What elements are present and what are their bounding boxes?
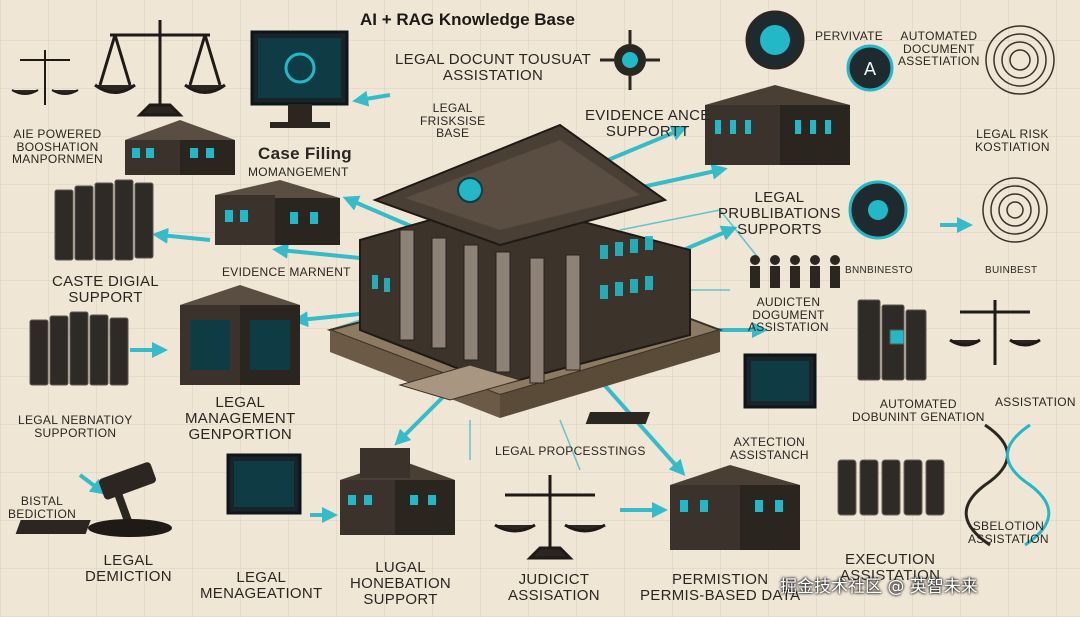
label-pervivate: PERVIVATE xyxy=(815,29,884,43)
label-buinbest: BUINBEST xyxy=(985,265,1038,276)
fingerprint-icon-2 xyxy=(982,177,1048,243)
scales-icon xyxy=(94,20,226,117)
label-case-filing: Case Filing xyxy=(258,144,352,163)
label-binbinesto: BNNBINESTO xyxy=(845,265,913,276)
monitor-icon-bottom xyxy=(15,453,302,534)
people-icon xyxy=(750,255,840,288)
svg-text:A: A xyxy=(864,59,877,80)
server-block-3 xyxy=(180,285,300,385)
gavel-icon xyxy=(88,462,172,537)
server-block-1 xyxy=(125,120,235,175)
scales-icon-small xyxy=(11,50,79,105)
network-hub-icon xyxy=(600,30,660,90)
watermark: 掘金技术社区 @ 英智未来 xyxy=(780,577,978,597)
monitor-icon xyxy=(250,30,349,128)
monitor-icon-right xyxy=(585,353,817,424)
data-cylinders xyxy=(837,459,945,516)
globe-icon xyxy=(745,10,805,70)
server-block-2 xyxy=(215,180,340,245)
wheel-icon xyxy=(848,180,908,240)
label-evidence-marnent: EVIDENCE MARNENT xyxy=(222,265,351,279)
label-case-filing-sub: MOMANGEMENT xyxy=(248,165,349,179)
books-icon-3 xyxy=(857,299,927,381)
books-icon-1 xyxy=(54,179,154,261)
books-icon-2 xyxy=(29,311,129,386)
courthouse xyxy=(326,123,724,418)
archive-building xyxy=(705,85,850,165)
scales-icon-right xyxy=(949,300,1041,365)
server-cluster-bottom xyxy=(340,448,455,535)
label-assistation: ASSISTATION xyxy=(995,395,1076,409)
label-legal-processtings: LEGAL PROPCESSTINGS xyxy=(495,444,646,458)
server-cluster-right xyxy=(670,465,800,550)
page-title: AI + RAG Knowledge Base xyxy=(360,10,575,29)
dna-icon xyxy=(964,423,1051,547)
scales-icon-bottom xyxy=(494,475,606,560)
ai-badge-icon: A xyxy=(846,44,894,92)
fingerprint-icon xyxy=(985,25,1055,95)
